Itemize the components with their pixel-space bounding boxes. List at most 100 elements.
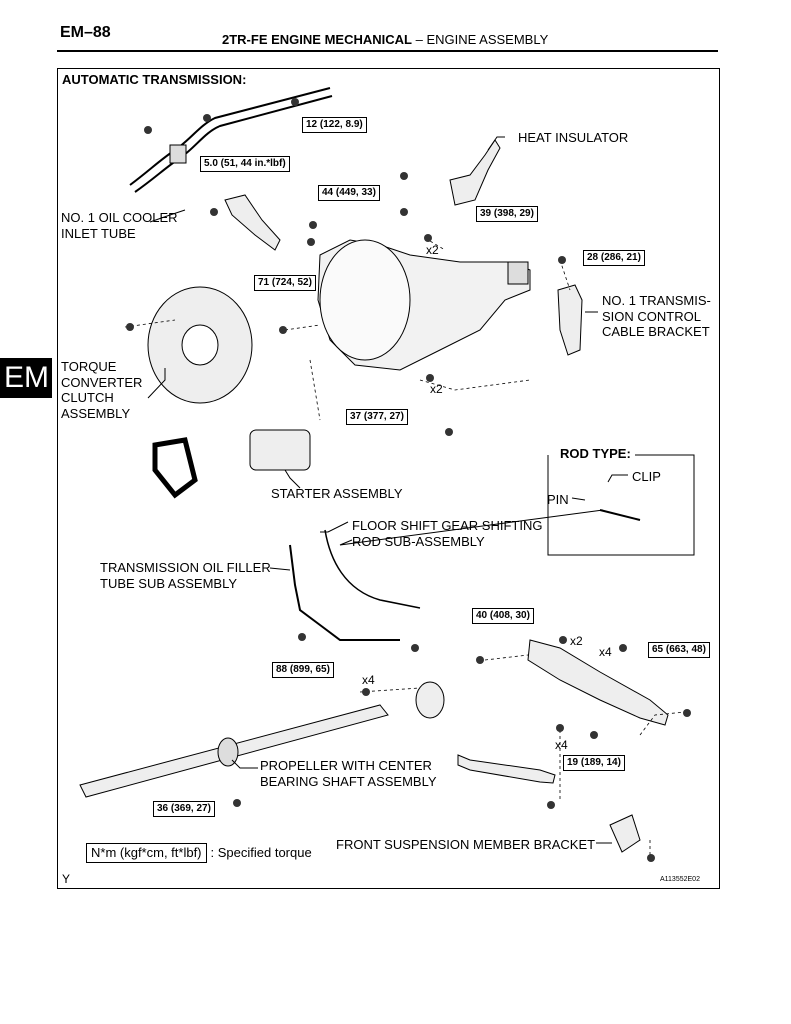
leader — [269, 567, 291, 571]
starter-label: STARTER ASSEMBLY — [271, 486, 403, 501]
quantity-label: x4 — [362, 673, 375, 687]
torque-label: 36 (369, 27) — [153, 801, 215, 817]
quantity-label: x4 — [555, 738, 568, 752]
page-code: EM–88 — [60, 24, 111, 41]
figure-id: A113552E02 — [660, 876, 700, 883]
torque-label: 39 (398, 29) — [476, 206, 538, 222]
torque-converter-hub — [181, 324, 219, 366]
footer-mark: Y — [62, 872, 71, 886]
torque-label: 40 (408, 30) — [472, 608, 534, 624]
dash-guide — [559, 259, 571, 291]
dash-guide — [359, 687, 421, 693]
leader — [339, 509, 604, 546]
bolt — [476, 656, 484, 664]
bolt — [556, 724, 564, 732]
quantity-label: x2 — [426, 243, 439, 257]
title-separator: – — [415, 32, 423, 47]
dash-guide — [484, 654, 529, 661]
bolt — [298, 633, 306, 641]
bolt — [424, 234, 432, 242]
section-name: 2TR-FE ENGINE MECHANICAL — [222, 32, 412, 47]
oil-cooler-clamp — [169, 144, 187, 164]
starter-part — [249, 429, 311, 471]
leader — [231, 759, 258, 769]
legend-text: : Specified torque — [210, 845, 312, 861]
quantity-label: x2 — [430, 382, 443, 396]
shift-cable — [324, 529, 421, 609]
bolt — [210, 208, 218, 216]
leader — [284, 469, 301, 489]
bolt — [619, 644, 627, 652]
header-rule — [57, 50, 718, 52]
quantity-label: x2 — [570, 634, 583, 648]
torque-label: 71 (724, 52) — [254, 275, 316, 291]
dash-guide — [309, 359, 321, 421]
bolt — [411, 644, 419, 652]
oil-cooler-tube-2 — [134, 95, 333, 193]
bolt — [445, 428, 453, 436]
torque-label: 88 (899, 65) — [272, 662, 334, 678]
bolt — [400, 172, 408, 180]
center-bearing — [217, 737, 239, 767]
bolt — [203, 114, 211, 122]
tail-housing — [507, 261, 529, 285]
propeller-label: PROPELLER WITH CENTER BEARING SHAFT ASSE… — [260, 758, 437, 789]
bolt — [233, 799, 241, 807]
bell-housing — [319, 239, 411, 361]
filler-tube-part — [289, 544, 400, 641]
bolt — [558, 256, 566, 264]
dash-guide — [284, 324, 321, 331]
quantity-label: x4 — [599, 645, 612, 659]
bolt — [291, 98, 299, 106]
torque-converter-label: TORQUE CONVERTER CLUTCH ASSEMBLY — [61, 359, 143, 421]
torque-label: 5.0 (51, 44 in.*lbf) — [200, 156, 290, 172]
rod-type-box — [547, 454, 695, 556]
control-cable-bracket — [557, 284, 583, 356]
rod-type-label: ROD TYPE: — [556, 446, 635, 462]
bolt — [426, 374, 434, 382]
torque-label: 37 (377, 27) — [346, 409, 408, 425]
section-tab: EM — [0, 358, 52, 398]
floor-shift-label: FLOOR SHIFT GEAR SHIFTING ROD SUB-ASSEMB… — [352, 518, 543, 549]
bolt — [590, 731, 598, 739]
bracket-member — [457, 754, 556, 784]
bolt — [547, 801, 555, 809]
leader — [607, 474, 628, 483]
bolt — [126, 323, 134, 331]
torque-label: 19 (189, 14) — [563, 755, 625, 771]
torque-label: 44 (449, 33) — [318, 185, 380, 201]
bolt — [683, 709, 691, 717]
diagram-frame — [57, 68, 720, 889]
heat-insulator-label: HEAT INSULATOR — [518, 130, 629, 145]
bolt — [307, 238, 315, 246]
bolt — [144, 126, 152, 134]
bolt — [362, 688, 370, 696]
bolt — [647, 854, 655, 862]
bolt — [309, 221, 317, 229]
torque-label: 28 (286, 21) — [583, 250, 645, 266]
torque-legend: N*m (kgf*cm, ft*lbf) : Specified torque — [86, 843, 312, 863]
gasket-part — [152, 437, 198, 499]
rod-part — [599, 509, 641, 521]
leader — [149, 209, 186, 223]
leader — [320, 521, 349, 533]
section-title: 2TR-FE ENGINE MECHANICAL – ENGINE ASSEMB… — [222, 32, 548, 47]
leader — [571, 497, 586, 501]
clip-label: CLIP — [632, 469, 661, 484]
torque-label: 65 (663, 48) — [648, 642, 710, 658]
bolt — [559, 636, 567, 644]
suspension-bracket — [609, 814, 641, 853]
bracket-part — [224, 194, 281, 251]
filler-tube-label: TRANSMISSION OIL FILLER TUBE SUB ASSEMBL… — [100, 560, 271, 591]
subsection-name: ENGINE ASSEMBLY — [426, 32, 549, 47]
pin-label: PIN — [547, 492, 569, 507]
dash-guide — [639, 711, 686, 736]
crossmember-part — [527, 639, 669, 726]
oil-cooler-label: NO. 1 OIL COOLER INLET TUBE — [61, 210, 178, 241]
flange-part — [415, 681, 445, 719]
heat-insulator-part — [449, 139, 501, 206]
torque-label: 12 (122, 8.9) — [302, 117, 367, 133]
front-suspension-label: FRONT SUSPENSION MEMBER BRACKET — [336, 837, 596, 852]
dash-guide — [419, 379, 531, 391]
